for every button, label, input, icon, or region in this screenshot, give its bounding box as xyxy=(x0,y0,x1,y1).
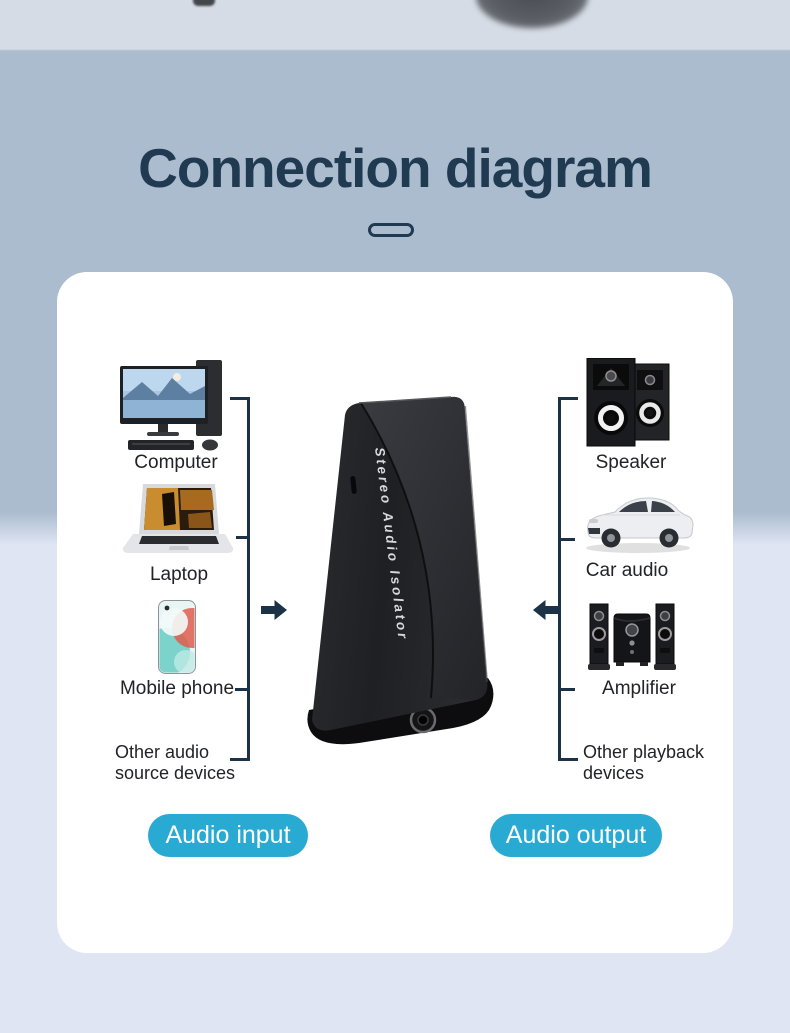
amplifier-icon xyxy=(588,600,676,676)
input-bracket-stub-other xyxy=(230,758,247,761)
other-audio-sources-label: Other audio source devices xyxy=(115,742,236,783)
audio-input-badge: Audio input xyxy=(148,814,308,857)
computer-icon xyxy=(120,358,232,452)
top-remnant-shape xyxy=(193,0,215,6)
computer-label: Computer xyxy=(134,452,218,473)
speaker-icon xyxy=(585,358,675,452)
isolator-device-image: Stereo Audio Isolator xyxy=(295,390,495,750)
speaker-label: Speaker xyxy=(595,452,667,473)
other-playback-devices-label: Other playback devices xyxy=(583,742,705,783)
output-arrow-icon xyxy=(533,600,559,620)
laptop-label: Laptop xyxy=(149,564,209,585)
output-bracket-stub-amplifier xyxy=(561,688,575,691)
input-bracket-line xyxy=(247,397,250,761)
amplifier-label: Amplifier xyxy=(602,678,676,699)
title-divider-pill xyxy=(368,223,414,237)
car-audio-icon xyxy=(580,488,696,556)
input-bracket-stub-laptop xyxy=(236,536,247,539)
output-bracket-stub-other xyxy=(561,758,578,761)
input-bracket-stub-computer xyxy=(230,397,247,400)
page-title: Connection diagram xyxy=(138,137,653,199)
audio-output-badge: Audio output xyxy=(490,814,662,857)
output-bracket-stub-car xyxy=(561,538,575,541)
top-remnant-dome xyxy=(476,0,588,28)
car-audio-label: Car audio xyxy=(585,560,669,581)
mobile-phone-icon xyxy=(158,600,196,674)
input-arrow-icon xyxy=(261,600,287,620)
output-bracket-stub-speaker xyxy=(561,397,578,400)
diagram-card: Computer Laptop xyxy=(57,272,733,953)
output-bracket-line xyxy=(558,397,561,761)
laptop-icon xyxy=(122,484,234,560)
input-bracket-stub-mobile xyxy=(235,688,247,691)
mobile-phone-label: Mobile phone xyxy=(119,678,235,699)
